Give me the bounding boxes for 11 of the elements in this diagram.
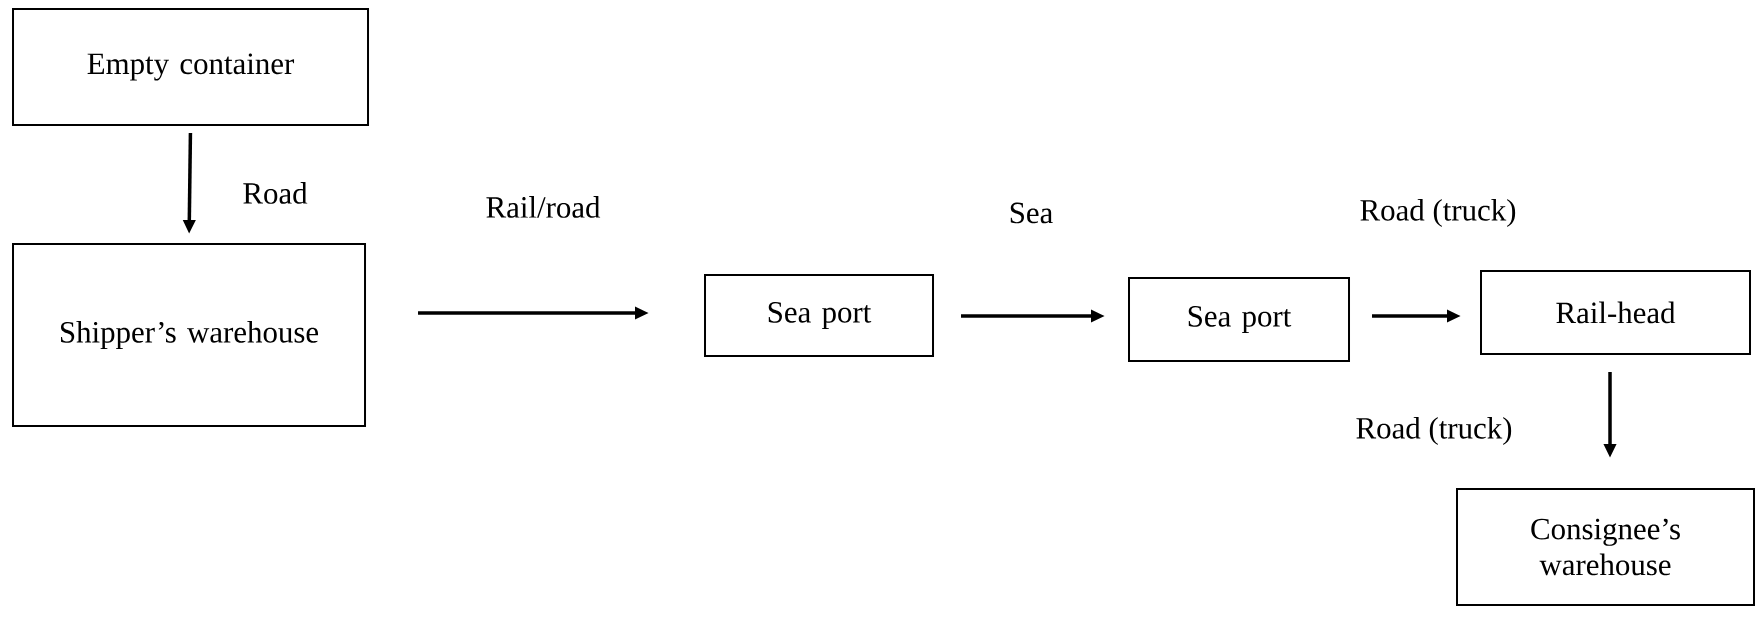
process-box: Shipper’s warehouse (12, 243, 366, 427)
process-box: Empty container (12, 8, 369, 126)
edge-label: Road (truck) (1358, 198, 1518, 228)
edge-label: Sea (1007, 201, 1055, 225)
edge-label: Rail/road (484, 195, 602, 219)
process-box: Sea port (1128, 277, 1350, 362)
edge-label: Road (241, 181, 309, 205)
process-box: Consignee’s warehouse (1456, 488, 1755, 606)
edge-label: Road (truck) (1354, 416, 1514, 446)
process-box: Sea port (704, 274, 934, 357)
process-box: Rail-head (1480, 270, 1751, 355)
